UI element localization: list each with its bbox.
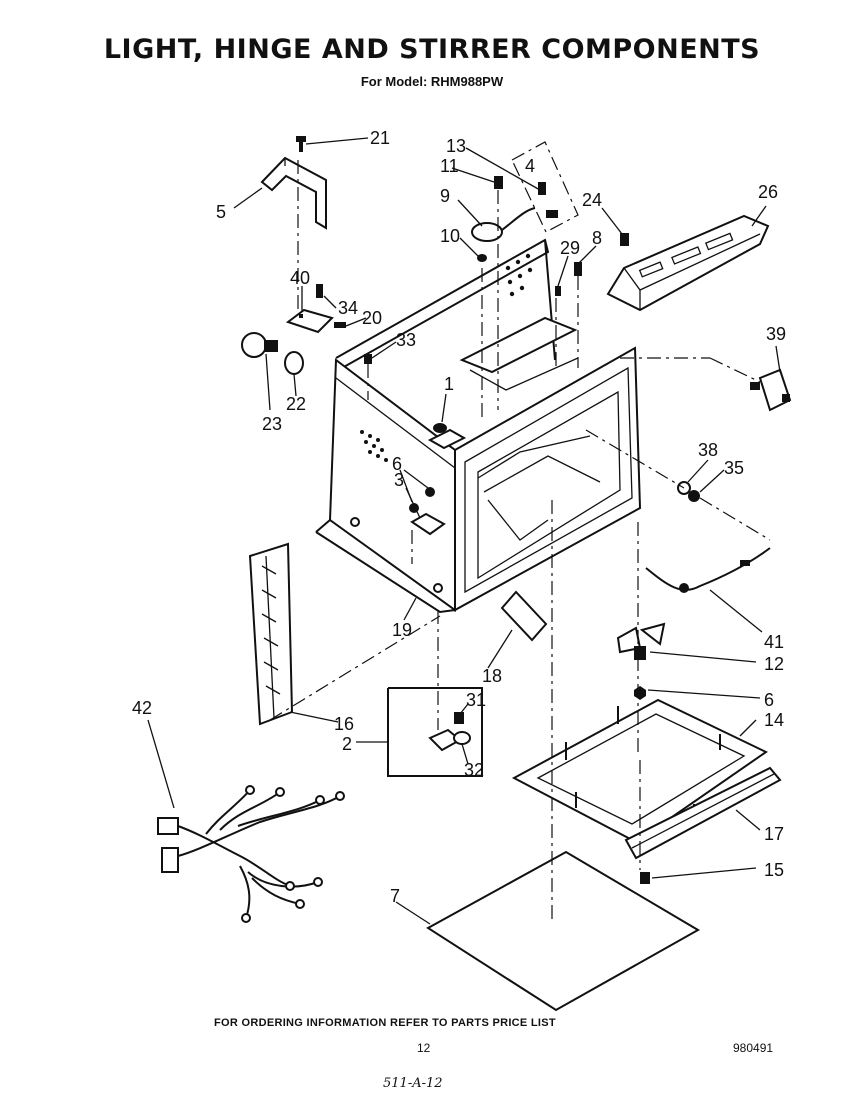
lamp-socket-22: [284, 351, 304, 375]
page-title: LIGHT, HINGE AND STIRRER COMPONENTS: [103, 34, 761, 65]
screw-34: [316, 284, 323, 298]
part-4-assembly: [511, 141, 579, 233]
callout-38: 38: [698, 440, 718, 460]
callout-42: 42: [132, 698, 152, 718]
callout-21: 21: [370, 128, 390, 148]
door-gasket-16: [248, 542, 294, 726]
callout-10: 10: [440, 226, 460, 246]
callout-14: 14: [764, 710, 784, 730]
waveguide-cover-18: [500, 590, 548, 642]
alignment-lines: [269, 160, 771, 922]
switch-39: [750, 368, 792, 412]
clip-1: [427, 423, 467, 450]
callout-19: 19: [392, 620, 412, 640]
model-subtitle: For Model: RHM988PW: [360, 74, 504, 89]
callout-39: 39: [766, 324, 786, 344]
stirrer-motor-9: [471, 207, 536, 242]
page-number: 12: [417, 1041, 431, 1055]
lamp-bulb-23: [241, 332, 278, 358]
screw-15: [640, 872, 650, 884]
callout-12: 12: [764, 654, 784, 674]
callout-20: 20: [362, 308, 382, 328]
cable-41: [645, 547, 771, 593]
callout-3: 3: [394, 470, 404, 490]
ordering-footer: FOR ORDERING INFORMATION REFER TO PARTS …: [214, 1017, 556, 1029]
callout-9: 9: [440, 186, 450, 206]
callout-24: 24: [582, 190, 602, 210]
callout-18: 18: [482, 666, 502, 686]
stirrer-fan-12: [616, 622, 666, 660]
nut-10: [477, 254, 487, 262]
callout-16: 16: [334, 714, 354, 734]
callout-23: 23: [262, 414, 282, 434]
bottom-plate-7: [426, 850, 701, 1012]
callout-26: 26: [758, 182, 778, 202]
callout-7: 7: [390, 886, 400, 906]
light-bracket-5: [260, 156, 327, 230]
callout-35: 35: [724, 458, 744, 478]
callout-1: 1: [444, 374, 454, 394]
callout-6a: 6: [392, 454, 402, 474]
screw-24: [620, 233, 629, 246]
callout-5: 5: [216, 202, 226, 222]
callout-29: 29: [560, 238, 580, 258]
callout-41: 41: [764, 632, 784, 652]
hinge-3: [410, 512, 446, 536]
nut-6-lower: [634, 686, 646, 700]
callout-4: 4: [525, 156, 535, 176]
bottom-rail-17: [624, 766, 782, 860]
callout-33: 33: [396, 330, 416, 350]
nut-35: [688, 490, 700, 502]
lamp-bracket-40: [285, 308, 334, 334]
callout-40: 40: [290, 268, 310, 288]
screw-21: [296, 136, 306, 152]
callout-6b: 6: [764, 690, 774, 710]
document-number: 980491: [733, 1041, 774, 1055]
callout-8: 8: [592, 228, 602, 248]
callout-11: 11: [440, 156, 459, 176]
leader-lines: [147, 137, 781, 925]
callout-2: 2: [342, 734, 352, 754]
screw-8: [574, 262, 582, 276]
screw-20: [334, 322, 346, 328]
callout-15: 15: [764, 860, 784, 880]
callout-17: 17: [764, 824, 784, 844]
oven-cavity-housing: [315, 238, 642, 614]
handwritten-note: 511-A-12: [383, 1076, 443, 1091]
callout-numbers: 21 5 13 11 4 9 10 24 26 29 8 40 34 20 33…: [132, 128, 786, 906]
callout-34: 34: [338, 298, 358, 318]
clip-29: [555, 286, 561, 296]
top-cover-26: [606, 214, 770, 312]
wiring-harness-42: [157, 785, 345, 923]
hinge-assembly-2: [387, 687, 483, 777]
callout-32: 32: [464, 760, 484, 780]
callout-22: 22: [286, 394, 306, 414]
screw-11: [494, 176, 503, 189]
callout-31: 31: [466, 690, 486, 710]
screw-33: [364, 354, 372, 364]
callout-13: 13: [446, 136, 466, 156]
